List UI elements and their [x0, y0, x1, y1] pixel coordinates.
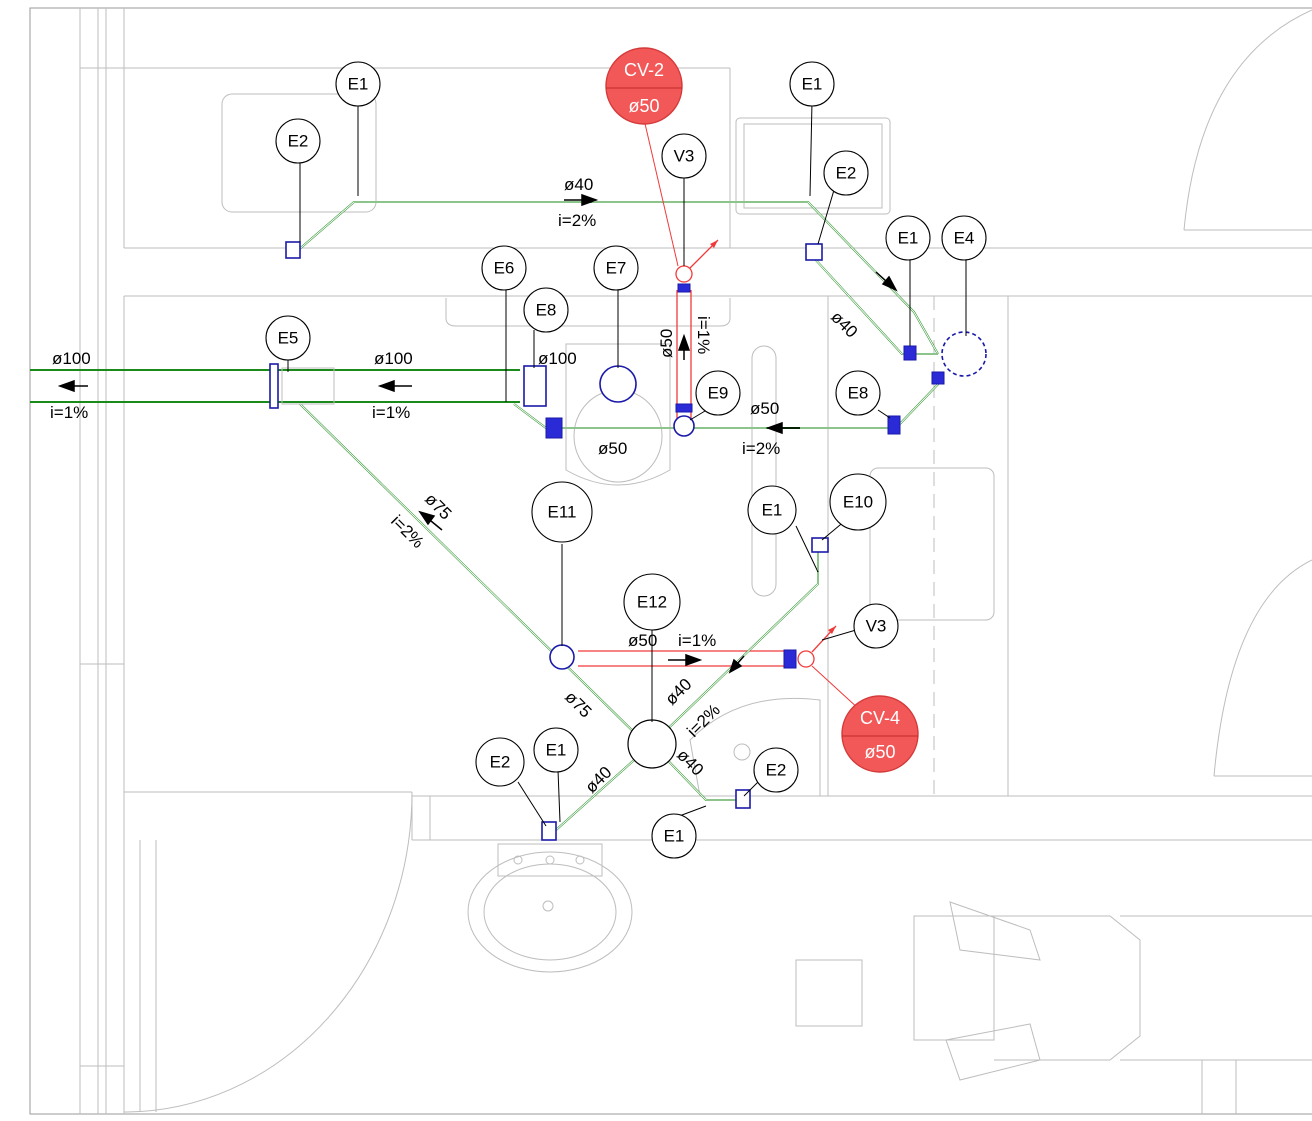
- slope-label: i=2%: [683, 700, 724, 741]
- bubble-label: E1: [664, 827, 685, 846]
- fittings: [269, 241, 987, 841]
- bubble-label: E1: [802, 75, 823, 94]
- bubble-label: V3: [674, 147, 695, 166]
- bubble-label: E1: [898, 229, 919, 248]
- bubble-label: E11: [548, 503, 577, 522]
- bubble-label: E12: [637, 593, 667, 612]
- diameter-label: ø50: [598, 439, 627, 458]
- bubble-e11[interactable]: E11: [531, 481, 593, 543]
- bubble-e8-right[interactable]: E8: [835, 370, 881, 416]
- diameter-label: ø40: [581, 763, 615, 797]
- bubble-e4[interactable]: E4: [941, 215, 987, 261]
- diameter-label: ø100: [52, 349, 91, 368]
- diameter-label: ø50: [750, 399, 779, 418]
- bubble-label: E5: [278, 329, 299, 348]
- bubble-e1-bottom[interactable]: E1: [651, 813, 697, 859]
- slope-label: i=1%: [694, 316, 713, 354]
- bubble-label: E10: [843, 493, 873, 512]
- bubble-label: E6: [494, 259, 515, 278]
- vent-tag-name: CV-2: [624, 60, 664, 80]
- bubble-e1-bottom-left[interactable]: E1: [533, 727, 579, 773]
- bubble-e5[interactable]: E5: [265, 315, 311, 361]
- diameter-label: ø40: [827, 307, 861, 341]
- slope-label: i=2%: [742, 439, 780, 458]
- vent-tag-size: ø50: [864, 742, 895, 762]
- bubble-e8-left[interactable]: E8: [523, 287, 569, 333]
- bubble-e1-right[interactable]: E1: [885, 215, 931, 261]
- vent-tag-cv2[interactable]: CV-2 ø50: [605, 47, 683, 125]
- bubble-e10[interactable]: E10: [829, 473, 887, 531]
- bubble-v3-top[interactable]: V3: [661, 133, 707, 179]
- bubble-label: E2: [836, 164, 857, 183]
- pipe-annotations: ø100 i=1% ø100 i=1% ø100 ø40 i=2% ø50 ø5…: [50, 175, 861, 797]
- diameter-label: ø50: [657, 329, 676, 358]
- bubble-e6[interactable]: E6: [481, 245, 527, 291]
- vent-tag-name: CV-4: [860, 708, 900, 728]
- bubble-label: E7: [606, 259, 627, 278]
- bubble-label: E2: [288, 132, 309, 151]
- bubble-e2-top-left[interactable]: E2: [275, 118, 321, 164]
- bubble-label: E1: [348, 75, 369, 94]
- diameter-label: ø100: [538, 349, 577, 368]
- diameter-label: ø40: [564, 175, 593, 194]
- bubble-label: E1: [546, 741, 567, 760]
- diameter-label: ø50: [628, 631, 657, 650]
- bubble-e2-bottom-right[interactable]: E2: [753, 747, 799, 793]
- diameter-label: ø40: [661, 675, 695, 709]
- slope-label: i=1%: [678, 631, 716, 650]
- slope-label: i=2%: [387, 511, 428, 552]
- bubble-v3-right[interactable]: V3: [853, 603, 899, 649]
- bubble-label: E4: [954, 229, 975, 248]
- leader-lines: [287, 101, 967, 827]
- bubble-label: E8: [848, 384, 869, 403]
- bubble-label: E2: [490, 753, 511, 772]
- diameter-label: ø100: [374, 349, 413, 368]
- bubble-e1-mid[interactable]: E1: [747, 485, 797, 535]
- vent-lines: [578, 239, 837, 668]
- flow-arrows: [57, 193, 898, 674]
- bubble-e9[interactable]: E9: [695, 370, 741, 416]
- bubble-label: E1: [762, 501, 783, 520]
- slope-label: i=1%: [50, 403, 88, 422]
- vent-tag-size: ø50: [628, 96, 659, 116]
- bubble-e1-top-right[interactable]: E1: [789, 61, 835, 107]
- bubble-e2-top-right[interactable]: E2: [823, 150, 869, 196]
- vent-tag-cv4[interactable]: CV-4 ø50: [841, 695, 919, 773]
- drain-pipes: [30, 201, 945, 831]
- diameter-label: ø40: [673, 745, 707, 779]
- slope-label: i=2%: [558, 211, 596, 230]
- bubble-e2-bottom-left[interactable]: E2: [475, 737, 525, 787]
- slope-label: i=1%: [372, 403, 410, 422]
- bubble-label: E8: [536, 301, 557, 320]
- diameter-label: ø75: [561, 687, 595, 721]
- bubble-e12[interactable]: E12: [623, 573, 681, 631]
- architectural-background: [29, 7, 1312, 1115]
- bubble-label: E2: [766, 761, 787, 780]
- bubble-e7[interactable]: E7: [593, 245, 639, 291]
- bubble-label: V3: [866, 617, 887, 636]
- bubble-e1-top-left[interactable]: E1: [335, 61, 381, 107]
- bubble-label: E9: [708, 384, 729, 403]
